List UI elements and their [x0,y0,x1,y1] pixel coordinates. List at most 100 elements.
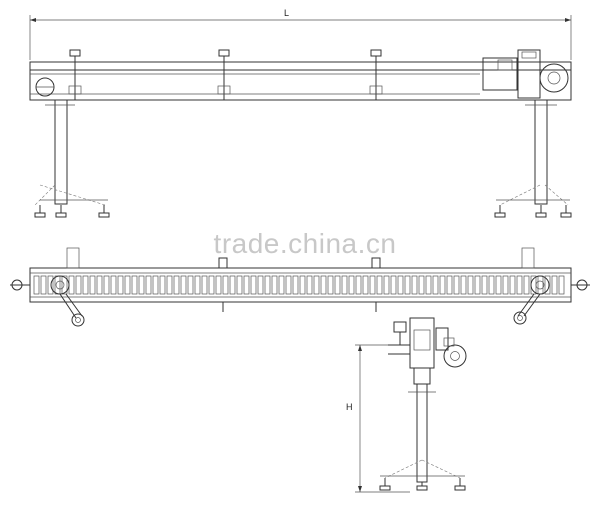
chain-link [124,275,131,295]
chain-link [257,275,264,295]
chain-link [166,275,173,295]
chain-link [383,275,390,295]
chain-link [306,275,313,295]
drive-motor-side [482,49,569,99]
chain-link [173,275,180,295]
chain-link [187,275,194,295]
chain-link [467,275,474,295]
chain-link [509,275,516,295]
chain-link [75,275,82,295]
chain-link [243,275,250,295]
chain-link [299,275,306,295]
side-elevation-view: L [29,8,572,218]
chain-link [180,275,187,295]
chain-link [341,275,348,295]
guide-bracket-2 [217,49,231,100]
plan-bracket-left [59,247,85,327]
chain-link [313,275,320,295]
chain-link [103,275,110,295]
chain-link [411,275,418,295]
chain-link [89,275,96,295]
chain-link [334,275,341,295]
chain-link [47,275,54,295]
chain-link [222,275,229,295]
chain-link [516,275,523,295]
plan-mid-supports [218,257,381,312]
chain-link [145,275,152,295]
chain-link [236,275,243,295]
chain-link [96,275,103,295]
chain-link [320,275,327,295]
chain-link [33,275,40,295]
end-drive-motor [443,337,467,368]
chain-link [138,275,145,295]
length-dimension: L [29,8,572,60]
chain-link [523,275,530,295]
idler-wheel-right [530,275,588,295]
chain-link [446,275,453,295]
chain-link [201,275,208,295]
plan-view [10,247,590,327]
length-label: L [284,8,289,18]
chain-link [131,275,138,295]
chain-link [397,275,404,295]
chain-link [159,275,166,295]
guide-bracket-1 [68,49,82,100]
chain-link [544,275,551,295]
chain-link [460,275,467,295]
chain-link [495,275,502,295]
height-label: H [346,402,353,412]
support-leg-left [34,99,110,218]
chain-link [117,275,124,295]
chain-link [250,275,257,295]
conveyor-frame-side [29,61,572,101]
chain-link [425,275,432,295]
chain-link [390,275,397,295]
end-leg-column [379,367,466,491]
chain-link [369,275,376,295]
chain-belt-links [33,275,565,295]
chain-link [40,275,47,295]
chain-link [362,275,369,295]
plan-bracket-right [513,247,541,325]
chain-link [481,275,488,295]
chain-link [264,275,271,295]
chain-link [453,275,460,295]
chain-link [439,275,446,295]
chain-link [432,275,439,295]
chain-link [404,275,411,295]
conveyor-frame-plan [10,267,590,303]
chain-link [537,275,544,295]
watermark: trade.china.cn [213,228,397,259]
chain-link [355,275,362,295]
chain-link [558,275,565,295]
tail-roller [35,77,55,97]
chain-link [110,275,117,295]
chain-link [194,275,201,295]
chain-link [68,275,75,295]
chain-link [278,275,285,295]
chain-link [208,275,215,295]
height-dimension: H [346,344,410,493]
end-frame-head [388,317,449,369]
chain-link [551,275,558,295]
support-leg-right [494,99,572,218]
guide-bracket-3 [369,49,383,100]
chain-link [502,275,509,295]
chain-link [418,275,425,295]
chain-link [285,275,292,295]
chain-link [229,275,236,295]
chain-link [152,275,159,295]
chain-link [292,275,299,295]
chain-link [327,275,334,295]
chain-link [488,275,495,295]
chain-link [376,275,383,295]
chain-link [271,275,278,295]
chain-link [348,275,355,295]
chain-link [82,275,89,295]
end-elevation-view: H [346,317,467,493]
chain-link [61,275,68,295]
chain-link [474,275,481,295]
